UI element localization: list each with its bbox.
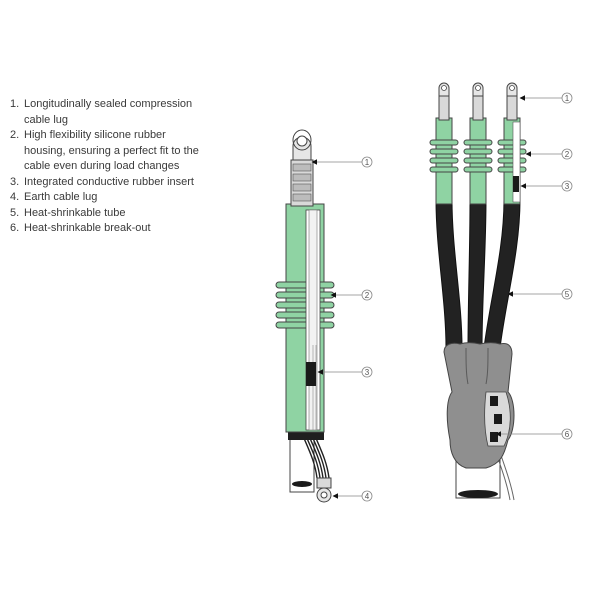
earth-lug-hole bbox=[320, 491, 328, 499]
legend-number: 2. bbox=[10, 129, 20, 141]
legend-number: 5. bbox=[10, 206, 20, 219]
single-core-conductor-end bbox=[292, 481, 312, 487]
callout-marker bbox=[561, 92, 573, 104]
legend-item-1: 1. Longitudinally sealed compression cabl… bbox=[10, 97, 210, 128]
three-core-termination bbox=[429, 82, 527, 501]
earth-cable-lug bbox=[316, 477, 332, 489]
legend-text: Heat-shrinkable tube bbox=[24, 206, 126, 219]
legend-number: 3. bbox=[10, 175, 20, 188]
braid-band bbox=[288, 430, 324, 440]
insulation-layers bbox=[312, 345, 317, 430]
legend-number: 4. bbox=[10, 191, 20, 203]
legend-text: Earth cable lug bbox=[24, 191, 98, 203]
legend-item-4: 4. Earth cable lug bbox=[10, 190, 210, 206]
single-core-termination bbox=[275, 129, 335, 503]
compression-lug-hole bbox=[296, 135, 308, 147]
legend-item-3: 3. Integrated conductive rubber insert bbox=[10, 175, 210, 191]
legend-text: Integrated conductive rubber insert bbox=[24, 175, 194, 188]
callout-number: 3 bbox=[565, 182, 570, 191]
compression-lug-ring bbox=[292, 129, 312, 151]
callout-marker bbox=[361, 490, 373, 502]
callout-number: 1 bbox=[365, 158, 370, 167]
callout-number: 4 bbox=[365, 492, 370, 501]
callout-number: 1 bbox=[565, 94, 570, 103]
callout-number: 3 bbox=[365, 368, 370, 377]
callout-marker bbox=[361, 366, 373, 378]
callout-number: 6 bbox=[565, 430, 570, 439]
callout-marker bbox=[561, 288, 573, 300]
legend-number: 1. bbox=[10, 98, 20, 110]
legend-text: Heat-shrinkable break-out bbox=[24, 222, 151, 234]
callouts: 1 2 3 4 1 2 3 5 6 bbox=[311, 92, 573, 502]
legend-item-2: 2. High flexibility silicone rubber housi… bbox=[10, 128, 210, 175]
right-core-cutaway bbox=[512, 121, 521, 203]
legend-item-5: 5. Heat-shrinkable tube bbox=[10, 206, 210, 222]
heat-shrink-tubes bbox=[435, 199, 521, 349]
callout-marker bbox=[361, 289, 373, 301]
legend-item-6: 6. Heat-shrinkable break-out bbox=[10, 221, 210, 237]
breakout-fingers bbox=[465, 347, 489, 385]
callout-number: 2 bbox=[565, 150, 570, 159]
three-core-lug-holes bbox=[441, 85, 515, 91]
legend-list: 1. Longitudinally sealed compression cabl… bbox=[10, 97, 210, 237]
callout-marker bbox=[561, 428, 573, 440]
lug-crimp-marks bbox=[292, 163, 312, 202]
three-core-lugs bbox=[438, 95, 518, 121]
callout-marker bbox=[361, 156, 373, 168]
legend-number: 6. bbox=[10, 222, 20, 234]
callout-number: 2 bbox=[365, 291, 370, 300]
right-core-insert bbox=[513, 176, 519, 192]
callout-marker bbox=[561, 148, 573, 160]
callout-marker bbox=[561, 180, 573, 192]
conductive-insert bbox=[306, 362, 316, 386]
legend-text: High flexibility silicone rubber housing… bbox=[24, 129, 199, 172]
breakout-inner-parts bbox=[490, 396, 502, 442]
callout-number: 5 bbox=[565, 290, 570, 299]
cable-exit-end bbox=[458, 490, 498, 498]
legend-text: Longitudinally sealed compression cable … bbox=[24, 98, 193, 126]
